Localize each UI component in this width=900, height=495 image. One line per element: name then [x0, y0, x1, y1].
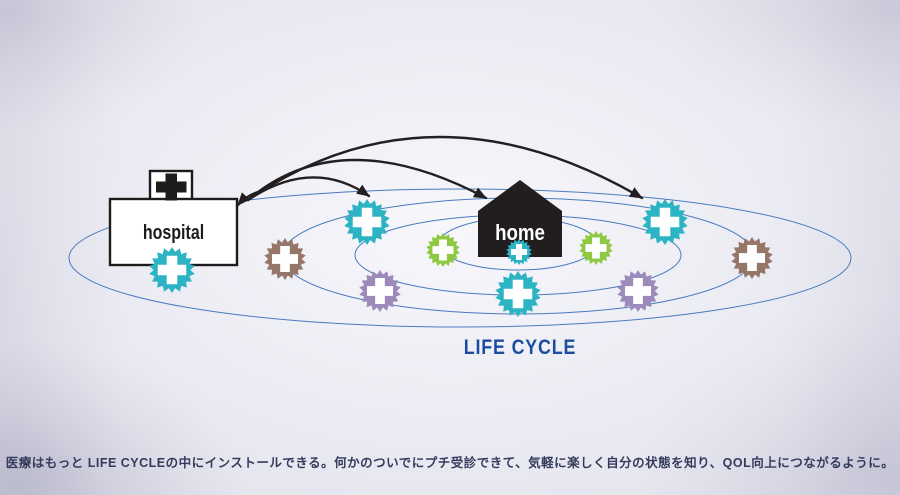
plus-cross-icon: [157, 255, 187, 285]
medical-badge: [506, 239, 532, 265]
medical-badge: [495, 271, 541, 317]
orbit-ellipse: [68, 188, 852, 328]
medical-badge: [264, 238, 306, 280]
home-shape: [478, 180, 562, 257]
hospital-return-arrow: [236, 190, 260, 207]
arrows-group: [236, 135, 644, 207]
medical-badge: [617, 270, 659, 312]
connection-arrow: [246, 158, 488, 202]
medical-badge: [426, 233, 460, 267]
medical-badge: [579, 231, 613, 265]
plus-cross-icon: [650, 207, 680, 237]
plus-cross-icon: [510, 243, 528, 261]
plus-cross-icon: [503, 279, 533, 309]
hospital-label: hospital: [143, 221, 204, 243]
medical-badge: [359, 270, 401, 312]
home-building: home: [478, 180, 562, 257]
plus-cross-icon: [738, 244, 766, 272]
plus-cross-icon: [271, 245, 299, 273]
medical-badge: [642, 199, 688, 245]
badges-group: [149, 199, 773, 317]
plus-cross-icon: [624, 277, 652, 305]
medical-badge: [731, 237, 773, 279]
plus-cross-icon: [432, 239, 454, 261]
connection-arrow: [246, 135, 644, 202]
plus-cross-icon: [585, 237, 607, 259]
medical-badge: [344, 199, 390, 245]
plus-cross-icon: [366, 277, 394, 305]
caption-text: 医療はもっと LIFE CYCLEの中にインストールできる。何かのついでにプチ受…: [5, 456, 895, 470]
medical-badge: [149, 247, 195, 293]
plus-cross-icon: [352, 207, 382, 237]
diagram-title: LIFE CYCLE: [464, 336, 577, 360]
home-label: home: [495, 222, 545, 246]
hospital-cross-icon: [156, 173, 187, 201]
